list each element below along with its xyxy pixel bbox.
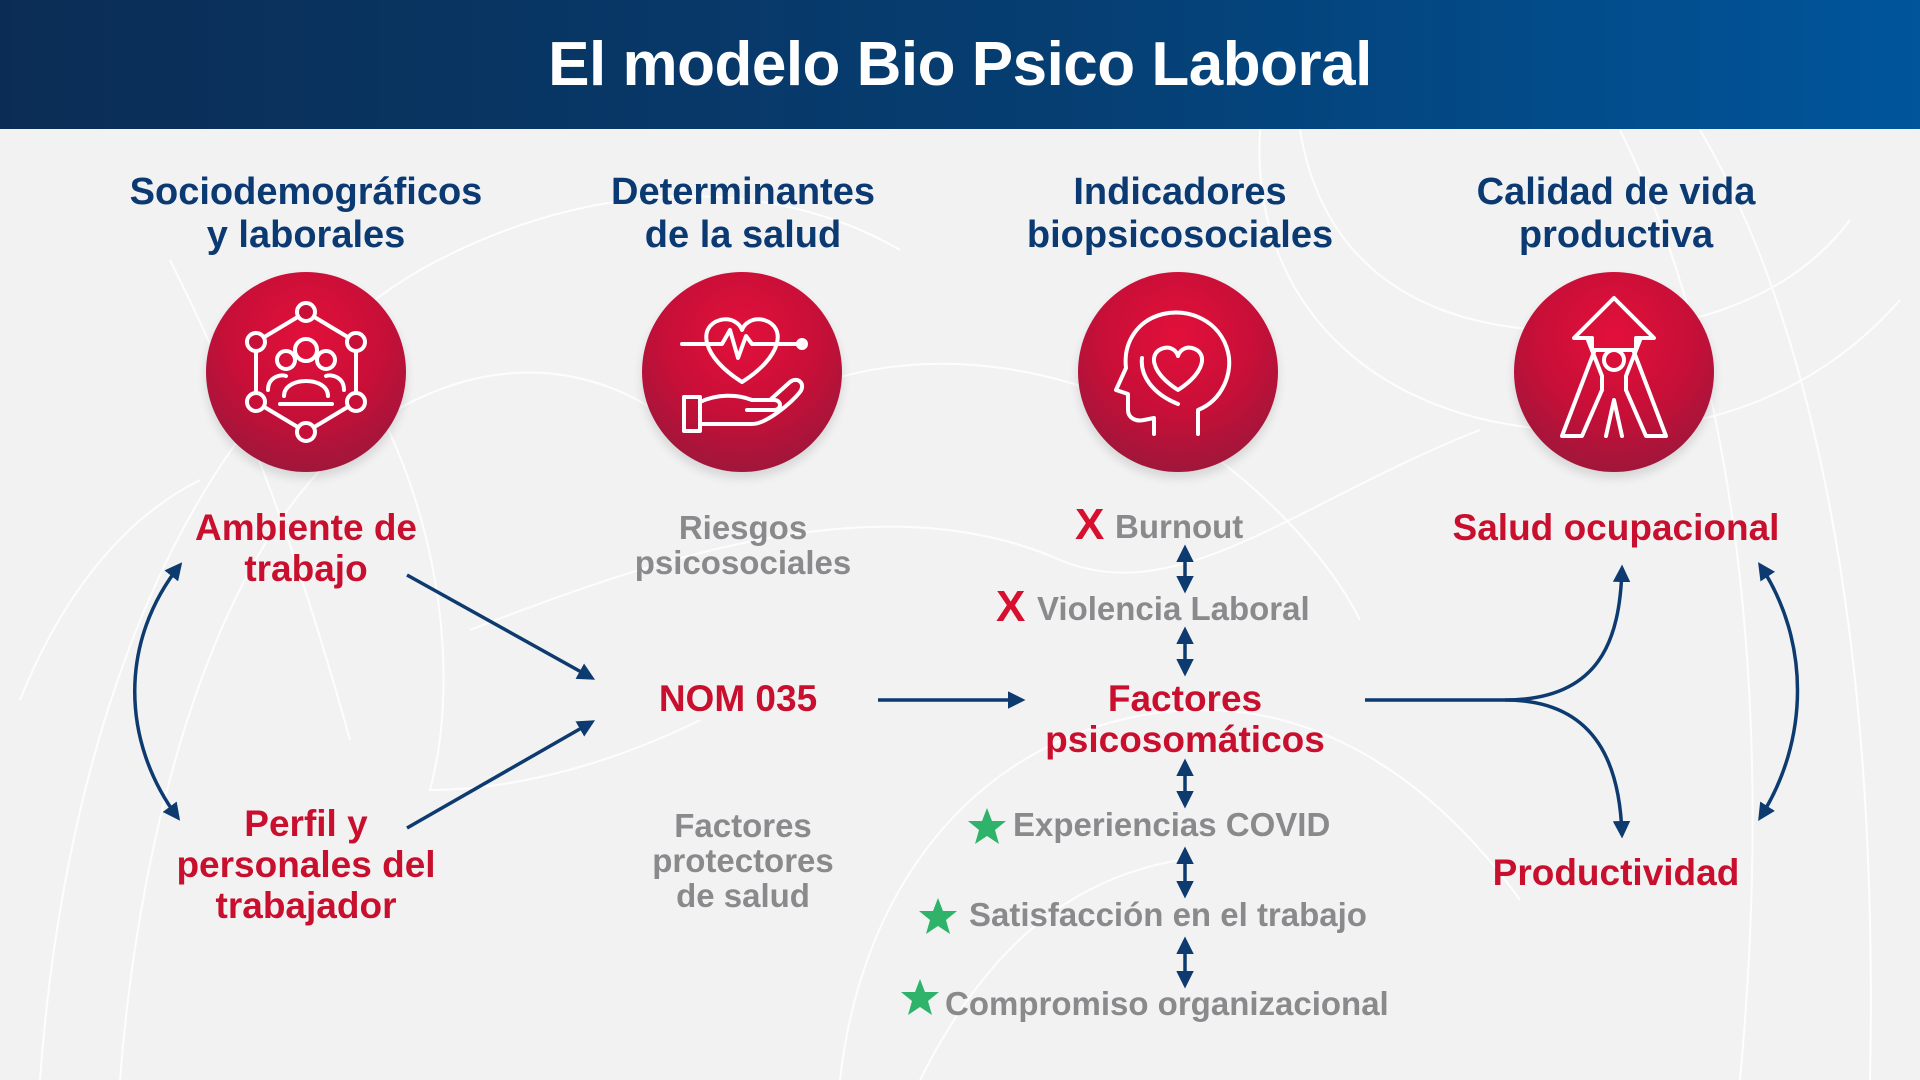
column-title-line: productiva <box>1518 214 1714 256</box>
header-bar: El modelo Bio Psico Laboral <box>0 0 1920 129</box>
node-line: Factores <box>1107 678 1263 719</box>
node-line: Perfil y <box>244 803 368 844</box>
heart-hand-icon <box>680 317 808 433</box>
column-title-line: biopsicosociales <box>1026 214 1334 256</box>
arrow-ambiente-nom <box>406 573 596 680</box>
node-nom-035: NOM 035 <box>658 678 818 719</box>
node-line: Riesgos <box>678 509 808 546</box>
node-line: trabajo <box>244 548 368 589</box>
node-line: psicosociales <box>634 544 852 581</box>
person-arrow-up-icon <box>1560 296 1668 438</box>
arrow-perfil-nom <box>406 720 596 830</box>
column-title-line: de la salud <box>644 214 842 256</box>
arrow-factores-salud <box>1365 564 1631 702</box>
column-title-line: Indicadores <box>1073 171 1287 213</box>
x-mark-burnout: X <box>1075 500 1105 549</box>
indicator-satisfaccion-trabajo: Satisfacción en el trabajo <box>969 896 1367 933</box>
column-title-line: Calidad de vida <box>1476 171 1756 213</box>
indicator-burnout: Burnout <box>1115 508 1244 545</box>
circle-indicadores <box>1078 272 1278 472</box>
node-factores-psicosomaticos: Factores psicosomáticos <box>985 678 1385 760</box>
star-icon <box>901 979 939 1015</box>
column-title-line: y laborales <box>206 214 406 256</box>
column-title-indicadores: Indicadores biopsicosociales <box>960 171 1400 257</box>
circle-sociodemograficos <box>206 272 406 472</box>
node-ambiente-trabajo: Ambiente de trabajo <box>106 507 506 589</box>
node-line: psicosomáticos <box>1045 719 1325 760</box>
column-title-line: Sociodemográficos <box>129 171 483 213</box>
circle-calidad <box>1514 272 1714 472</box>
network-people-icon <box>245 301 367 443</box>
node-riesgos-psicosociales: Riesgos psicosociales <box>543 510 943 580</box>
column-title-calidad: Calidad de vida productiva <box>1396 171 1836 257</box>
node-factores-protectores: Factores protectores de salud <box>543 808 943 913</box>
star-icon <box>968 808 1006 844</box>
circle-determinantes <box>642 272 842 472</box>
node-perfil-trabajador: Perfil y personales del trabajador <box>106 803 506 926</box>
node-line: protectores <box>652 842 834 879</box>
indicator-compromiso-organizacional: Compromiso organizacional <box>945 985 1389 1022</box>
node-line: trabajador <box>215 885 397 926</box>
indicator-violencia-laboral: Violencia Laboral <box>1037 590 1310 627</box>
node-productividad: Productividad <box>1492 852 1740 893</box>
column-title-determinantes: Determinantes de la salud <box>523 171 963 257</box>
x-mark-violencia: X <box>996 582 1026 631</box>
indicator-experiencias-covid: Experiencias COVID <box>1013 806 1331 843</box>
arrow-factores-productividad <box>1504 698 1631 839</box>
column-title-sociodemograficos: Sociodemográficos y laborales <box>86 171 526 257</box>
page-title: El modelo Bio Psico Laboral <box>548 30 1372 99</box>
node-line: Factores <box>674 807 812 844</box>
head-heart-icon <box>1114 310 1232 436</box>
star-icon <box>919 898 957 934</box>
arrow-ambiente-perfil <box>133 562 183 821</box>
column-title-line: Determinantes <box>611 171 875 213</box>
node-line: Ambiente de <box>194 507 418 548</box>
node-line: de salud <box>676 877 810 914</box>
arrow-salud-productividad <box>1758 562 1800 821</box>
node-line: personales del <box>176 844 436 885</box>
node-salud-ocupacional: Salud ocupacional <box>1452 507 1780 548</box>
